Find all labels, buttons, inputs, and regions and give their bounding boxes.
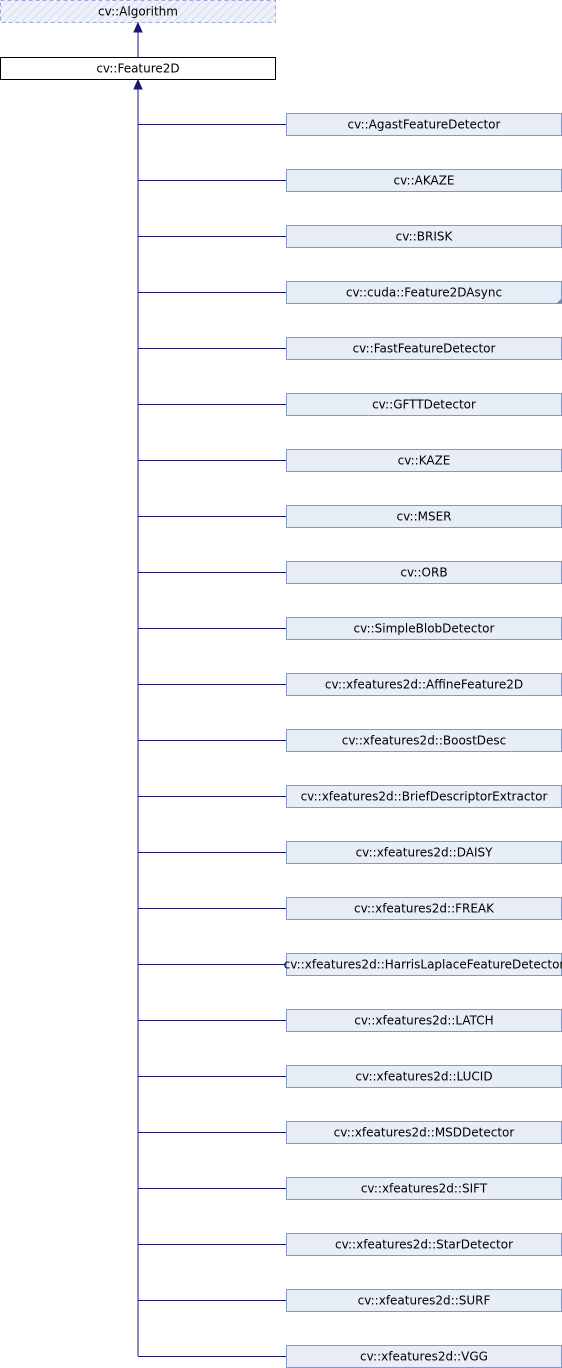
node-cv-xfeatures2d-latch[interactable]: cv::xfeatures2d::LATCH: [286, 1009, 562, 1032]
node-cv-xfeatures2d-briefdescriptorextractor[interactable]: cv::xfeatures2d::BriefDescriptorExtracto…: [286, 785, 562, 808]
node-cv-mser-label: cv::MSER: [396, 510, 451, 524]
node-cv-xfeatures2d-vgg[interactable]: cv::xfeatures2d::VGG: [286, 1345, 562, 1368]
node-cv-xfeatures2d-affinefeature2d[interactable]: cv::xfeatures2d::AffineFeature2D: [286, 673, 562, 696]
more-subclasses-marker-icon: [556, 298, 562, 304]
node-cv-xfeatures2d-lucid[interactable]: cv::xfeatures2d::LUCID: [286, 1065, 562, 1088]
node-cv-simpleblobdetector[interactable]: cv::SimpleBlobDetector: [286, 617, 562, 640]
node-cv-gfttdetector[interactable]: cv::GFTTDetector: [286, 393, 562, 416]
node-cv-xfeatures2d-stardetector-label: cv::xfeatures2d::StarDetector: [335, 1238, 513, 1252]
node-cv-xfeatures2d-daisy-label: cv::xfeatures2d::DAISY: [356, 846, 494, 860]
inheritance-arrow-feature2d: [133, 78, 143, 90]
node-cv-kaze[interactable]: cv::KAZE: [286, 449, 562, 472]
node-cv-xfeatures2d-briefdescriptorextractor-label: cv::xfeatures2d::BriefDescriptorExtracto…: [301, 790, 548, 804]
node-cv-xfeatures2d-msddetector[interactable]: cv::xfeatures2d::MSDDetector: [286, 1121, 562, 1144]
node-cv-xfeatures2d-msddetector-label: cv::xfeatures2d::MSDDetector: [334, 1126, 515, 1140]
node-cv-xfeatures2d-latch-label: cv::xfeatures2d::LATCH: [354, 1014, 493, 1028]
node-cv-xfeatures2d-stardetector[interactable]: cv::xfeatures2d::StarDetector: [286, 1233, 562, 1256]
node-cv-xfeatures2d-surf-label: cv::xfeatures2d::SURF: [358, 1294, 491, 1308]
node-cv-algorithm-label: cv::Algorithm: [98, 5, 178, 19]
node-cv-cuda-feature2dasync[interactable]: cv::cuda::Feature2DAsync: [286, 281, 562, 304]
node-cv-kaze-label: cv::KAZE: [398, 454, 451, 468]
node-cv-xfeatures2d-harrislaplacefeaturedetector-label: cv::xfeatures2d::HarrisLaplaceFeatureDet…: [284, 958, 562, 972]
node-cv-xfeatures2d-vgg-label: cv::xfeatures2d::VGG: [360, 1350, 488, 1364]
node-cv-xfeatures2d-freak[interactable]: cv::xfeatures2d::FREAK: [286, 897, 562, 920]
node-cv-xfeatures2d-boostdesc[interactable]: cv::xfeatures2d::BoostDesc: [286, 729, 562, 752]
node-cv-xfeatures2d-daisy[interactable]: cv::xfeatures2d::DAISY: [286, 841, 562, 864]
node-cv-fastfeaturedetector-label: cv::FastFeatureDetector: [353, 342, 496, 356]
node-cv-xfeatures2d-boostdesc-label: cv::xfeatures2d::BoostDesc: [342, 734, 507, 748]
derived-classes: cv::AgastFeatureDetectorcv::AKAZEcv::BRI…: [138, 113, 562, 1368]
node-cv-agastfeaturedetector-label: cv::AgastFeatureDetector: [348, 118, 501, 132]
node-cv-fastfeaturedetector[interactable]: cv::FastFeatureDetector: [286, 337, 562, 360]
node-cv-mser[interactable]: cv::MSER: [286, 505, 562, 528]
node-cv-xfeatures2d-sift[interactable]: cv::xfeatures2d::SIFT: [286, 1177, 562, 1200]
node-cv-brisk-label: cv::BRISK: [396, 230, 454, 244]
node-cv-orb-label: cv::ORB: [400, 566, 447, 580]
node-cv-xfeatures2d-sift-label: cv::xfeatures2d::SIFT: [361, 1182, 488, 1196]
node-cv-cuda-feature2dasync-label: cv::cuda::Feature2DAsync: [346, 286, 502, 300]
node-cv-xfeatures2d-affinefeature2d-label: cv::xfeatures2d::AffineFeature2D: [325, 678, 523, 692]
node-cv-xfeatures2d-harrislaplacefeaturedetector[interactable]: cv::xfeatures2d::HarrisLaplaceFeatureDet…: [284, 953, 562, 976]
node-cv-akaze-label: cv::AKAZE: [393, 174, 454, 188]
node-cv-agastfeaturedetector[interactable]: cv::AgastFeatureDetector: [286, 113, 562, 136]
node-cv-xfeatures2d-freak-label: cv::xfeatures2d::FREAK: [354, 902, 495, 916]
node-cv-feature2d[interactable]: cv::Feature2D: [0, 57, 276, 80]
node-cv-feature2d-label: cv::Feature2D: [96, 62, 179, 76]
node-cv-orb[interactable]: cv::ORB: [286, 561, 562, 584]
node-cv-gfttdetector-label: cv::GFTTDetector: [372, 398, 476, 412]
node-cv-algorithm[interactable]: cv::Algorithm: [0, 0, 276, 23]
node-cv-xfeatures2d-lucid-label: cv::xfeatures2d::LUCID: [355, 1070, 492, 1084]
inheritance-arrow-algorithm: [133, 21, 143, 33]
node-cv-brisk[interactable]: cv::BRISK: [286, 225, 562, 248]
node-cv-xfeatures2d-surf[interactable]: cv::xfeatures2d::SURF: [286, 1289, 562, 1312]
node-cv-akaze[interactable]: cv::AKAZE: [286, 169, 562, 192]
node-cv-simpleblobdetector-label: cv::SimpleBlobDetector: [354, 622, 495, 636]
